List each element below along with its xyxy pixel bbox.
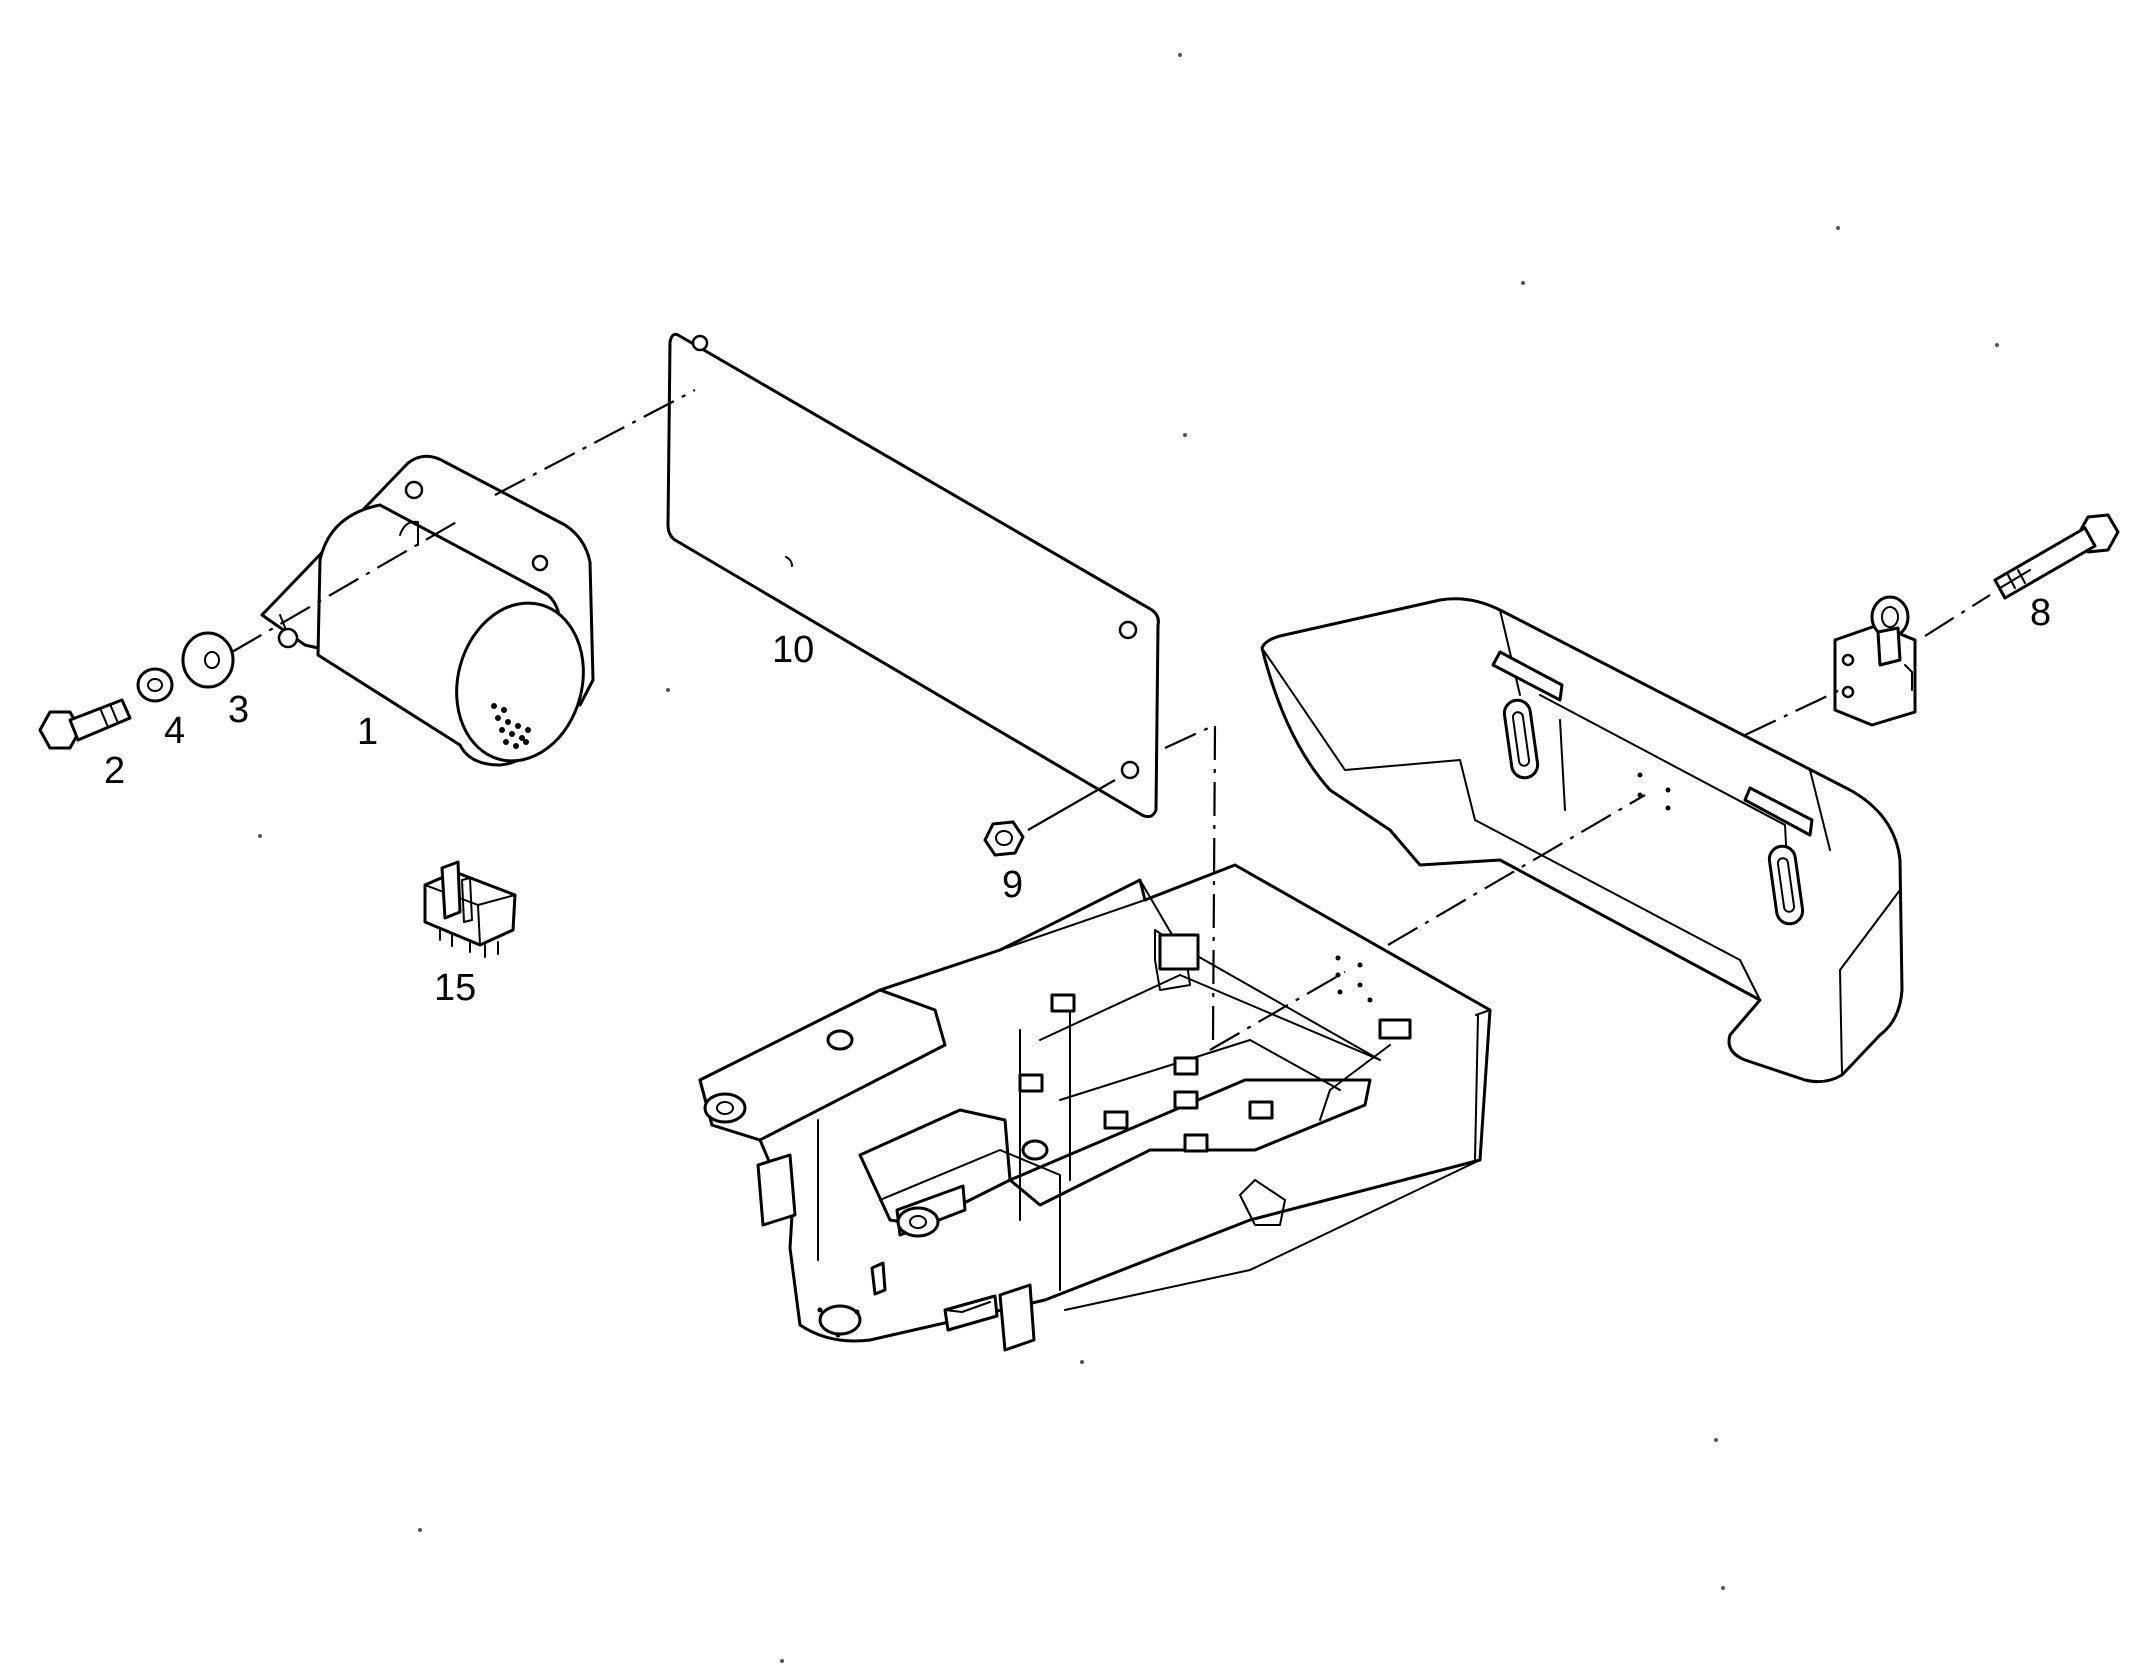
callouts: 1 2 3 4 8 9 10 15 — [104, 592, 2051, 1009]
part-1-horn — [260, 454, 595, 767]
callout-2: 2 — [104, 750, 125, 792]
part-10-plate — [666, 332, 1160, 819]
callout-3: 3 — [228, 689, 249, 731]
part-8-bolt — [1993, 513, 2120, 600]
callout-9: 9 — [1002, 864, 1023, 906]
assembly-lines — [231, 389, 1991, 1051]
part-15-relay — [423, 860, 517, 958]
part-3-washer — [181, 631, 235, 689]
main-frame — [698, 863, 1492, 1352]
cover-tray — [1260, 597, 1904, 1084]
callout-8: 8 — [2030, 592, 2051, 634]
part-4-washer — [136, 667, 174, 703]
scan-specks — [258, 53, 1999, 1663]
eye-bracket — [1833, 595, 1917, 727]
callout-4: 4 — [164, 710, 185, 752]
callout-10: 10 — [772, 629, 814, 671]
part-9-nut — [983, 820, 1025, 857]
grille-holes — [491, 703, 531, 749]
callout-1: 1 — [357, 711, 378, 753]
part-2-bolt — [38, 698, 132, 750]
callout-15: 15 — [434, 967, 476, 1009]
